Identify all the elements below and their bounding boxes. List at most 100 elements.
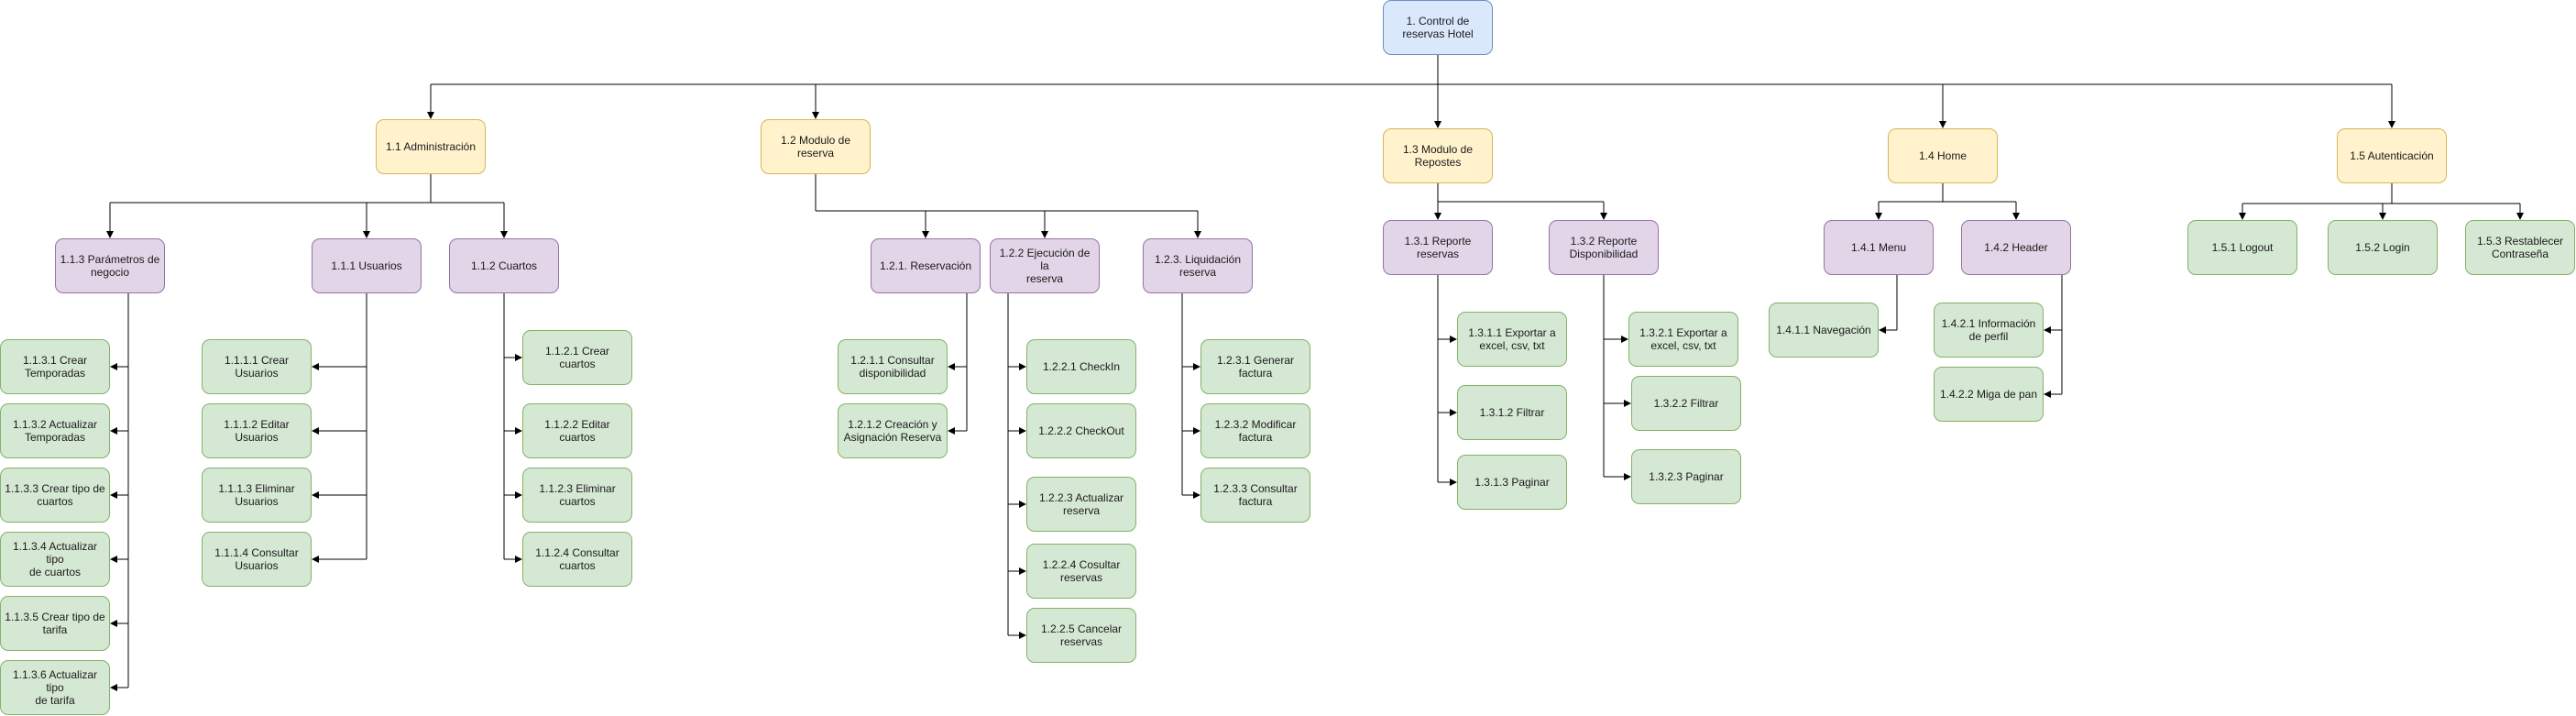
node-label: 1.1.1.2 Editar Usuarios — [224, 418, 290, 444]
node-n1112[interactable]: 1.1.1.2 Editar Usuarios — [202, 403, 312, 458]
node-n142[interactable]: 1.4.2 Header — [1961, 220, 2071, 275]
node-n1113[interactable]: 1.1.1.3 Eliminar Usuarios — [202, 468, 312, 523]
node-n1222[interactable]: 1.2.2.2 CheckOut — [1026, 403, 1136, 458]
node-label: 1.1.1.3 Eliminar Usuarios — [218, 482, 295, 508]
node-label: 1.2.1.2 Creación y Asignación Reserva — [843, 418, 942, 444]
node-n1135[interactable]: 1.1.3.5 Crear tipo de tarifa — [0, 596, 110, 651]
node-n1134[interactable]: 1.1.3.4 Actualizar tipo de cuartos — [0, 532, 110, 587]
node-n1133[interactable]: 1.1.3.3 Crear tipo de cuartos — [0, 468, 110, 523]
node-label: 1.1.2.3 Eliminar cuartos — [539, 482, 616, 508]
node-label: 1.4.1.1 Navegación — [1776, 324, 1871, 336]
node-n1322[interactable]: 1.3.2.2 Filtrar — [1631, 376, 1741, 431]
node-label: 1.2.2 Ejecución de la reserva — [999, 247, 1091, 285]
node-n1111[interactable]: 1.1.1.1 Crear Usuarios — [202, 339, 312, 394]
node-label: 1.2.3.2 Modificar factura — [1214, 418, 1297, 444]
node-label: 1.5.1 Logout — [2211, 241, 2274, 254]
node-label: 1.3.1.2 Filtrar — [1479, 406, 1545, 419]
node-label: 1.1 Administración — [385, 140, 477, 153]
node-n15[interactable]: 1.5 Autenticación — [2337, 128, 2447, 183]
node-label: 1.1.3.6 Actualizar tipo de tarifa — [12, 668, 98, 707]
node-label: 1.5.2 Login — [2355, 241, 2410, 254]
node-label: 1.1.3.3 Crear tipo de cuartos — [5, 482, 105, 508]
node-label: 1.1.3.4 Actualizar tipo de cuartos — [12, 540, 98, 578]
node-n1223[interactable]: 1.2.2.3 Actualizar reserva — [1026, 477, 1136, 532]
node-n1122[interactable]: 1.1.2.2 Editar cuartos — [522, 403, 632, 458]
node-label: 1.2.2.3 Actualizar reserva — [1038, 491, 1124, 517]
node-n1422[interactable]: 1.4.2.2 Miga de pan — [1934, 367, 2044, 422]
node-n1121[interactable]: 1.1.2.1 Crear cuartos — [522, 330, 632, 385]
node-label: 1.3.2 Reporte Disponibilidad — [1569, 235, 1639, 260]
node-n1233[interactable]: 1.2.3.3 Consultar factura — [1200, 468, 1310, 523]
node-label: 1.3.2.3 Paginar — [1649, 470, 1724, 483]
node-label: 1.5.3 Restablecer Contraseña — [2476, 235, 2564, 260]
node-label: 1.2.1. Reservación — [879, 259, 972, 272]
node-label: 1.2.3. Liquidación reserva — [1154, 253, 1242, 279]
node-n112[interactable]: 1.1.2 Cuartos — [449, 238, 559, 293]
node-label: 1.4.1 Menu — [1850, 241, 1907, 254]
node-label: 1.1.3 Parámetros de negocio — [60, 253, 160, 279]
node-n1136[interactable]: 1.1.3.6 Actualizar tipo de tarifa — [0, 660, 110, 715]
node-label: 1.1.3.1 Crear Temporadas — [22, 354, 88, 380]
node-label: 1.5 Autenticación — [2350, 149, 2434, 162]
node-n1221[interactable]: 1.2.2.1 CheckIn — [1026, 339, 1136, 394]
node-n1313[interactable]: 1.3.1.3 Paginar — [1457, 455, 1567, 510]
node-label: 1.3.1.1 Exportar a excel, csv, txt — [1468, 326, 1556, 352]
node-n132[interactable]: 1.3.2 Reporte Disponibilidad — [1549, 220, 1659, 275]
node-n1323[interactable]: 1.3.2.3 Paginar — [1631, 449, 1741, 504]
node-label: 1.2.2.1 CheckIn — [1042, 360, 1121, 373]
node-n122[interactable]: 1.2.2 Ejecución de la reserva — [990, 238, 1100, 293]
node-n1232[interactable]: 1.2.3.2 Modificar factura — [1200, 403, 1310, 458]
node-n1312[interactable]: 1.3.1.2 Filtrar — [1457, 385, 1567, 440]
node-n121[interactable]: 1.2.1. Reservación — [871, 238, 981, 293]
node-n1131[interactable]: 1.1.3.1 Crear Temporadas — [0, 339, 110, 394]
node-n1224[interactable]: 1.2.2.4 Cosultar reservas — [1026, 544, 1136, 599]
node-label: 1.1.3.2 Actualizar Temporadas — [12, 418, 98, 444]
node-label: 1.3.2.2 Filtrar — [1653, 397, 1719, 410]
node-n1124[interactable]: 1.1.2.4 Consultar cuartos — [522, 532, 632, 587]
node-n111[interactable]: 1.1.1 Usuarios — [312, 238, 422, 293]
node-label: 1.2 Modulo de reserva — [780, 134, 851, 160]
node-label: 1.2.2.5 Cancelar reservas — [1040, 622, 1123, 648]
node-n14[interactable]: 1.4 Home — [1888, 128, 1998, 183]
node-label: 1.1.3.5 Crear tipo de tarifa — [5, 611, 105, 636]
node-n1411[interactable]: 1.4.1.1 Navegación — [1769, 303, 1879, 358]
node-root[interactable]: 1. Control de reservas Hotel — [1383, 0, 1493, 55]
node-n13[interactable]: 1.3 Modulo de Repostes — [1383, 128, 1493, 183]
node-n1123[interactable]: 1.1.2.3 Eliminar cuartos — [522, 468, 632, 523]
node-n113[interactable]: 1.1.3 Parámetros de negocio — [55, 238, 165, 293]
node-n1421[interactable]: 1.4.2.1 Información de perfil — [1934, 303, 2044, 358]
node-n1231[interactable]: 1.2.3.1 Generar factura — [1200, 339, 1310, 394]
node-n1321[interactable]: 1.3.2.1 Exportar a excel, csv, txt — [1628, 312, 1738, 367]
node-n1225[interactable]: 1.2.2.5 Cancelar reservas — [1026, 608, 1136, 663]
node-n1132[interactable]: 1.1.3.2 Actualizar Temporadas — [0, 403, 110, 458]
node-n151[interactable]: 1.5.1 Logout — [2187, 220, 2297, 275]
node-label: 1.3.1 Reporte reservas — [1404, 235, 1472, 260]
node-label: 1.2.1.1 Consultar disponibilidad — [850, 354, 935, 380]
node-n1311[interactable]: 1.3.1.1 Exportar a excel, csv, txt — [1457, 312, 1567, 367]
node-n153[interactable]: 1.5.3 Restablecer Contraseña — [2465, 220, 2575, 275]
node-label: 1. Control de reservas Hotel — [1402, 15, 1474, 40]
node-label: 1.1.2.1 Crear cuartos — [544, 345, 610, 370]
node-label: 1.2.2.2 CheckOut — [1038, 424, 1124, 437]
node-label: 1.3.1.3 Paginar — [1474, 476, 1550, 489]
node-n1212[interactable]: 1.2.1.2 Creación y Asignación Reserva — [838, 403, 948, 458]
node-n12[interactable]: 1.2 Modulo de reserva — [761, 119, 871, 174]
node-label: 1.1.2.4 Consultar cuartos — [535, 546, 619, 572]
node-label: 1.2.3.3 Consultar factura — [1213, 482, 1298, 508]
node-label: 1.4.2.1 Información de perfil — [1941, 317, 2036, 343]
node-n131[interactable]: 1.3.1 Reporte reservas — [1383, 220, 1493, 275]
node-n123[interactable]: 1.2.3. Liquidación reserva — [1143, 238, 1253, 293]
node-label: 1.4.2 Header — [1984, 241, 2048, 254]
node-label: 1.3.2.1 Exportar a excel, csv, txt — [1639, 326, 1727, 352]
node-label: 1.1.1.4 Consultar Usuarios — [214, 546, 299, 572]
node-n141[interactable]: 1.4.1 Menu — [1824, 220, 1934, 275]
node-label: 1.3 Modulo de Repostes — [1402, 143, 1474, 169]
node-n1211[interactable]: 1.2.1.1 Consultar disponibilidad — [838, 339, 948, 394]
node-label: 1.1.1.1 Crear Usuarios — [224, 354, 290, 380]
node-n11[interactable]: 1.1 Administración — [376, 119, 486, 174]
node-n1114[interactable]: 1.1.1.4 Consultar Usuarios — [202, 532, 312, 587]
node-label: 1.1.2.2 Editar cuartos — [544, 418, 610, 444]
node-n152[interactable]: 1.5.2 Login — [2328, 220, 2438, 275]
